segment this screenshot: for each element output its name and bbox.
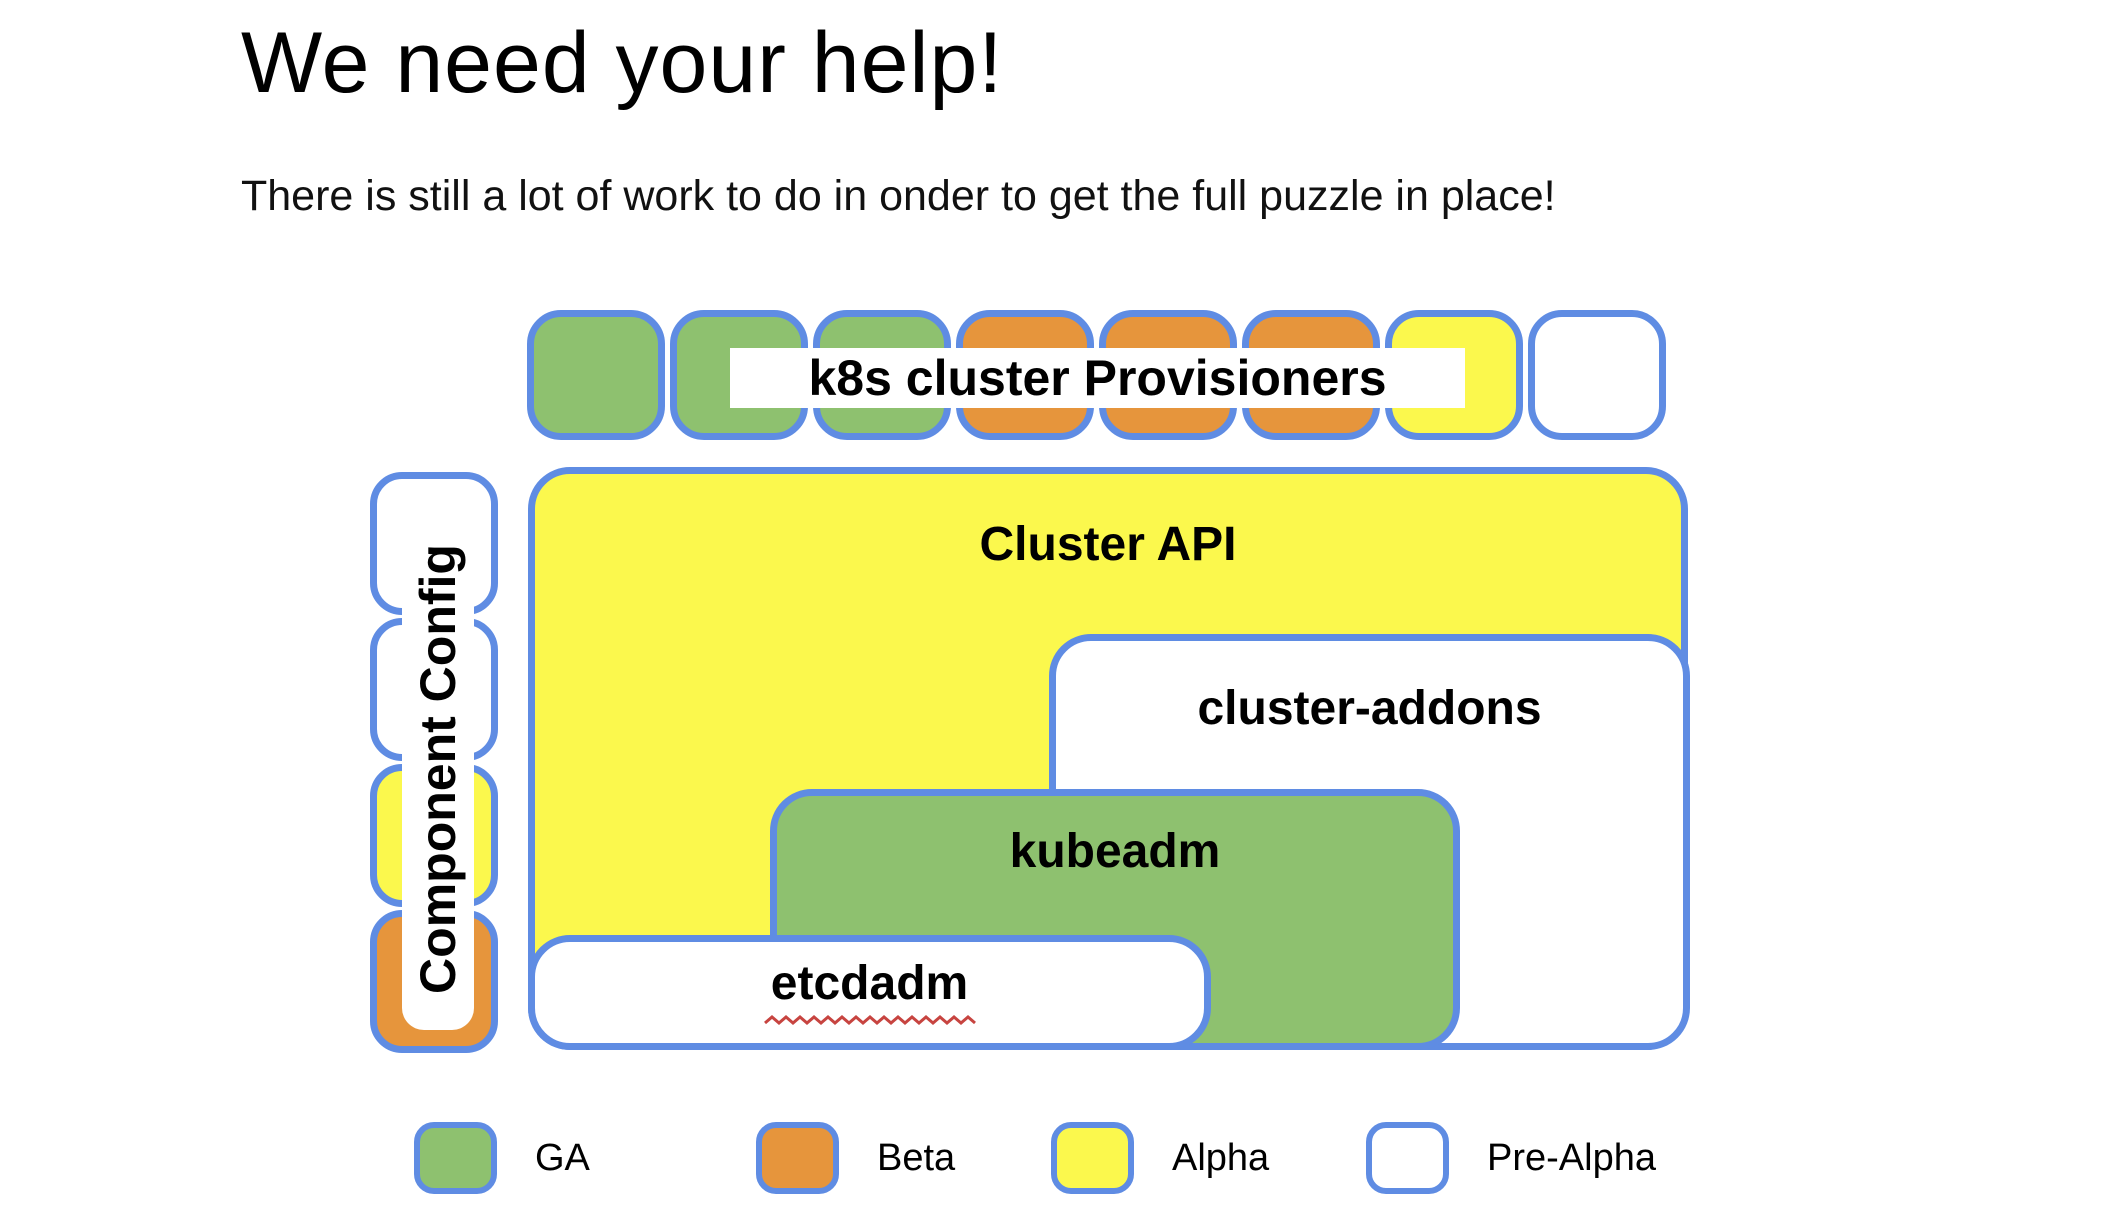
legend-label-alpha: Alpha: [1172, 1136, 1270, 1179]
legend-label-beta: Beta: [877, 1136, 956, 1179]
cluster-api-label: Cluster API: [979, 518, 1237, 571]
box-etcdadm: etcdadm: [528, 935, 1211, 1050]
legend-swatch-pre-alpha: [1366, 1122, 1449, 1194]
page-title: We need your help!: [241, 15, 1004, 111]
spellcheck-squiggle: [535, 1013, 1204, 1027]
status-square-pre-alpha: [1528, 310, 1666, 440]
cluster-addons-label: cluster-addons: [1197, 682, 1542, 735]
legend-label-ga: GA: [535, 1136, 590, 1179]
legend-item-ga: GA: [414, 1122, 590, 1194]
kubeadm-label: kubeadm: [1009, 825, 1221, 878]
page-subtitle: There is still a lot of work to do in on…: [241, 172, 1556, 220]
legend-swatch-beta: [756, 1122, 839, 1194]
legend-label-pre-alpha: Pre-Alpha: [1487, 1136, 1656, 1179]
legend-item-beta: Beta: [756, 1122, 955, 1194]
legend-item-alpha: Alpha: [1051, 1122, 1269, 1194]
etcdadm-label: etcdadm: [770, 957, 969, 1010]
component-config-label-band: Component Config: [402, 508, 474, 1030]
status-square-ga: [527, 310, 665, 440]
legend-swatch-alpha: [1051, 1122, 1134, 1194]
legend-item-pre-alpha: Pre-Alpha: [1366, 1122, 1656, 1194]
provisioners-row-label: k8s cluster Provisioners: [730, 348, 1465, 408]
component-config-label: Component Config: [410, 544, 466, 994]
legend-swatch-ga: [414, 1122, 497, 1194]
